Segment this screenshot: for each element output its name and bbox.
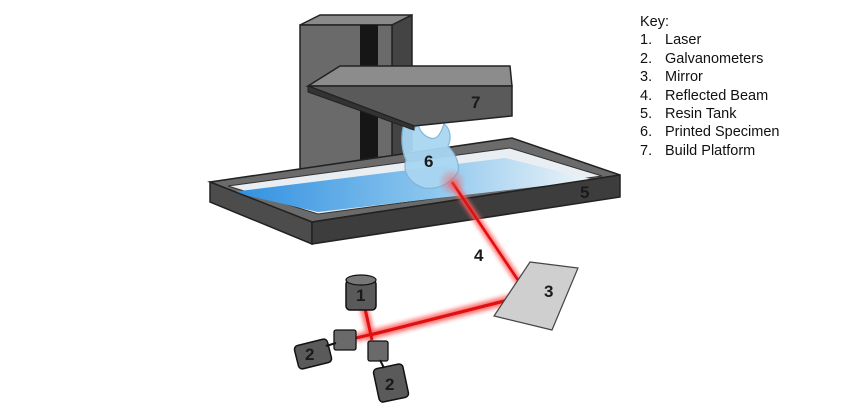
key-list: 1. Laser 2. Galvanometers 3. Mirror 4. Refle… [640, 31, 779, 160]
key-legend: Key: 1. Laser 2. Galvanometers 3. Mirror 4.… [640, 13, 779, 160]
key-item: 7. Build Platform [640, 142, 779, 160]
key-item-number: 6. [640, 124, 653, 141]
callout-reflected-beam: 4 [474, 246, 484, 265]
callout-build-platform: 7 [471, 93, 480, 112]
key-title: Key: [640, 14, 670, 30]
callout-resin-tank: 5 [580, 183, 589, 202]
key-item-label: Printed Specimen [665, 124, 780, 141]
key-item-number: 4. [640, 87, 653, 104]
key-item-label: Build Platform [665, 142, 756, 159]
key-item-number: 7. [640, 142, 653, 159]
build-platform [305, 65, 513, 131]
callout-laser: 1 [356, 286, 365, 305]
key-item-label: Resin Tank [665, 106, 737, 123]
key-item-number: 2. [640, 50, 653, 67]
key-item: 4. Reflected Beam [640, 87, 779, 105]
key-item: 2. Galvanometers [640, 50, 779, 68]
galvanometer-bottom [367, 340, 410, 403]
callout-printed-specimen: 6 [424, 152, 433, 171]
key-item-number: 1. [640, 32, 653, 49]
callout-galvanometer-bottom: 2 [385, 375, 394, 394]
callout-galvanometer-left: 2 [305, 345, 314, 364]
key-item: 3. Mirror [640, 68, 779, 86]
key-item-label: Mirror [665, 69, 703, 86]
laser-source [345, 274, 377, 311]
key-item: 5. Resin Tank [640, 105, 779, 123]
key-item-number: 3. [640, 69, 653, 86]
key-item: 1. Laser [640, 31, 779, 49]
galvanometer-left [293, 329, 357, 370]
key-item: 6. Printed Specimen [640, 123, 779, 141]
callout-mirror: 3 [544, 282, 553, 301]
resin-liquid [232, 158, 595, 212]
mirror [493, 261, 579, 331]
key-item-label: Galvanometers [665, 50, 764, 67]
key-item-label: Laser [665, 32, 702, 49]
key-item-number: 5. [640, 106, 653, 123]
key-item-label: Reflected Beam [665, 87, 769, 104]
